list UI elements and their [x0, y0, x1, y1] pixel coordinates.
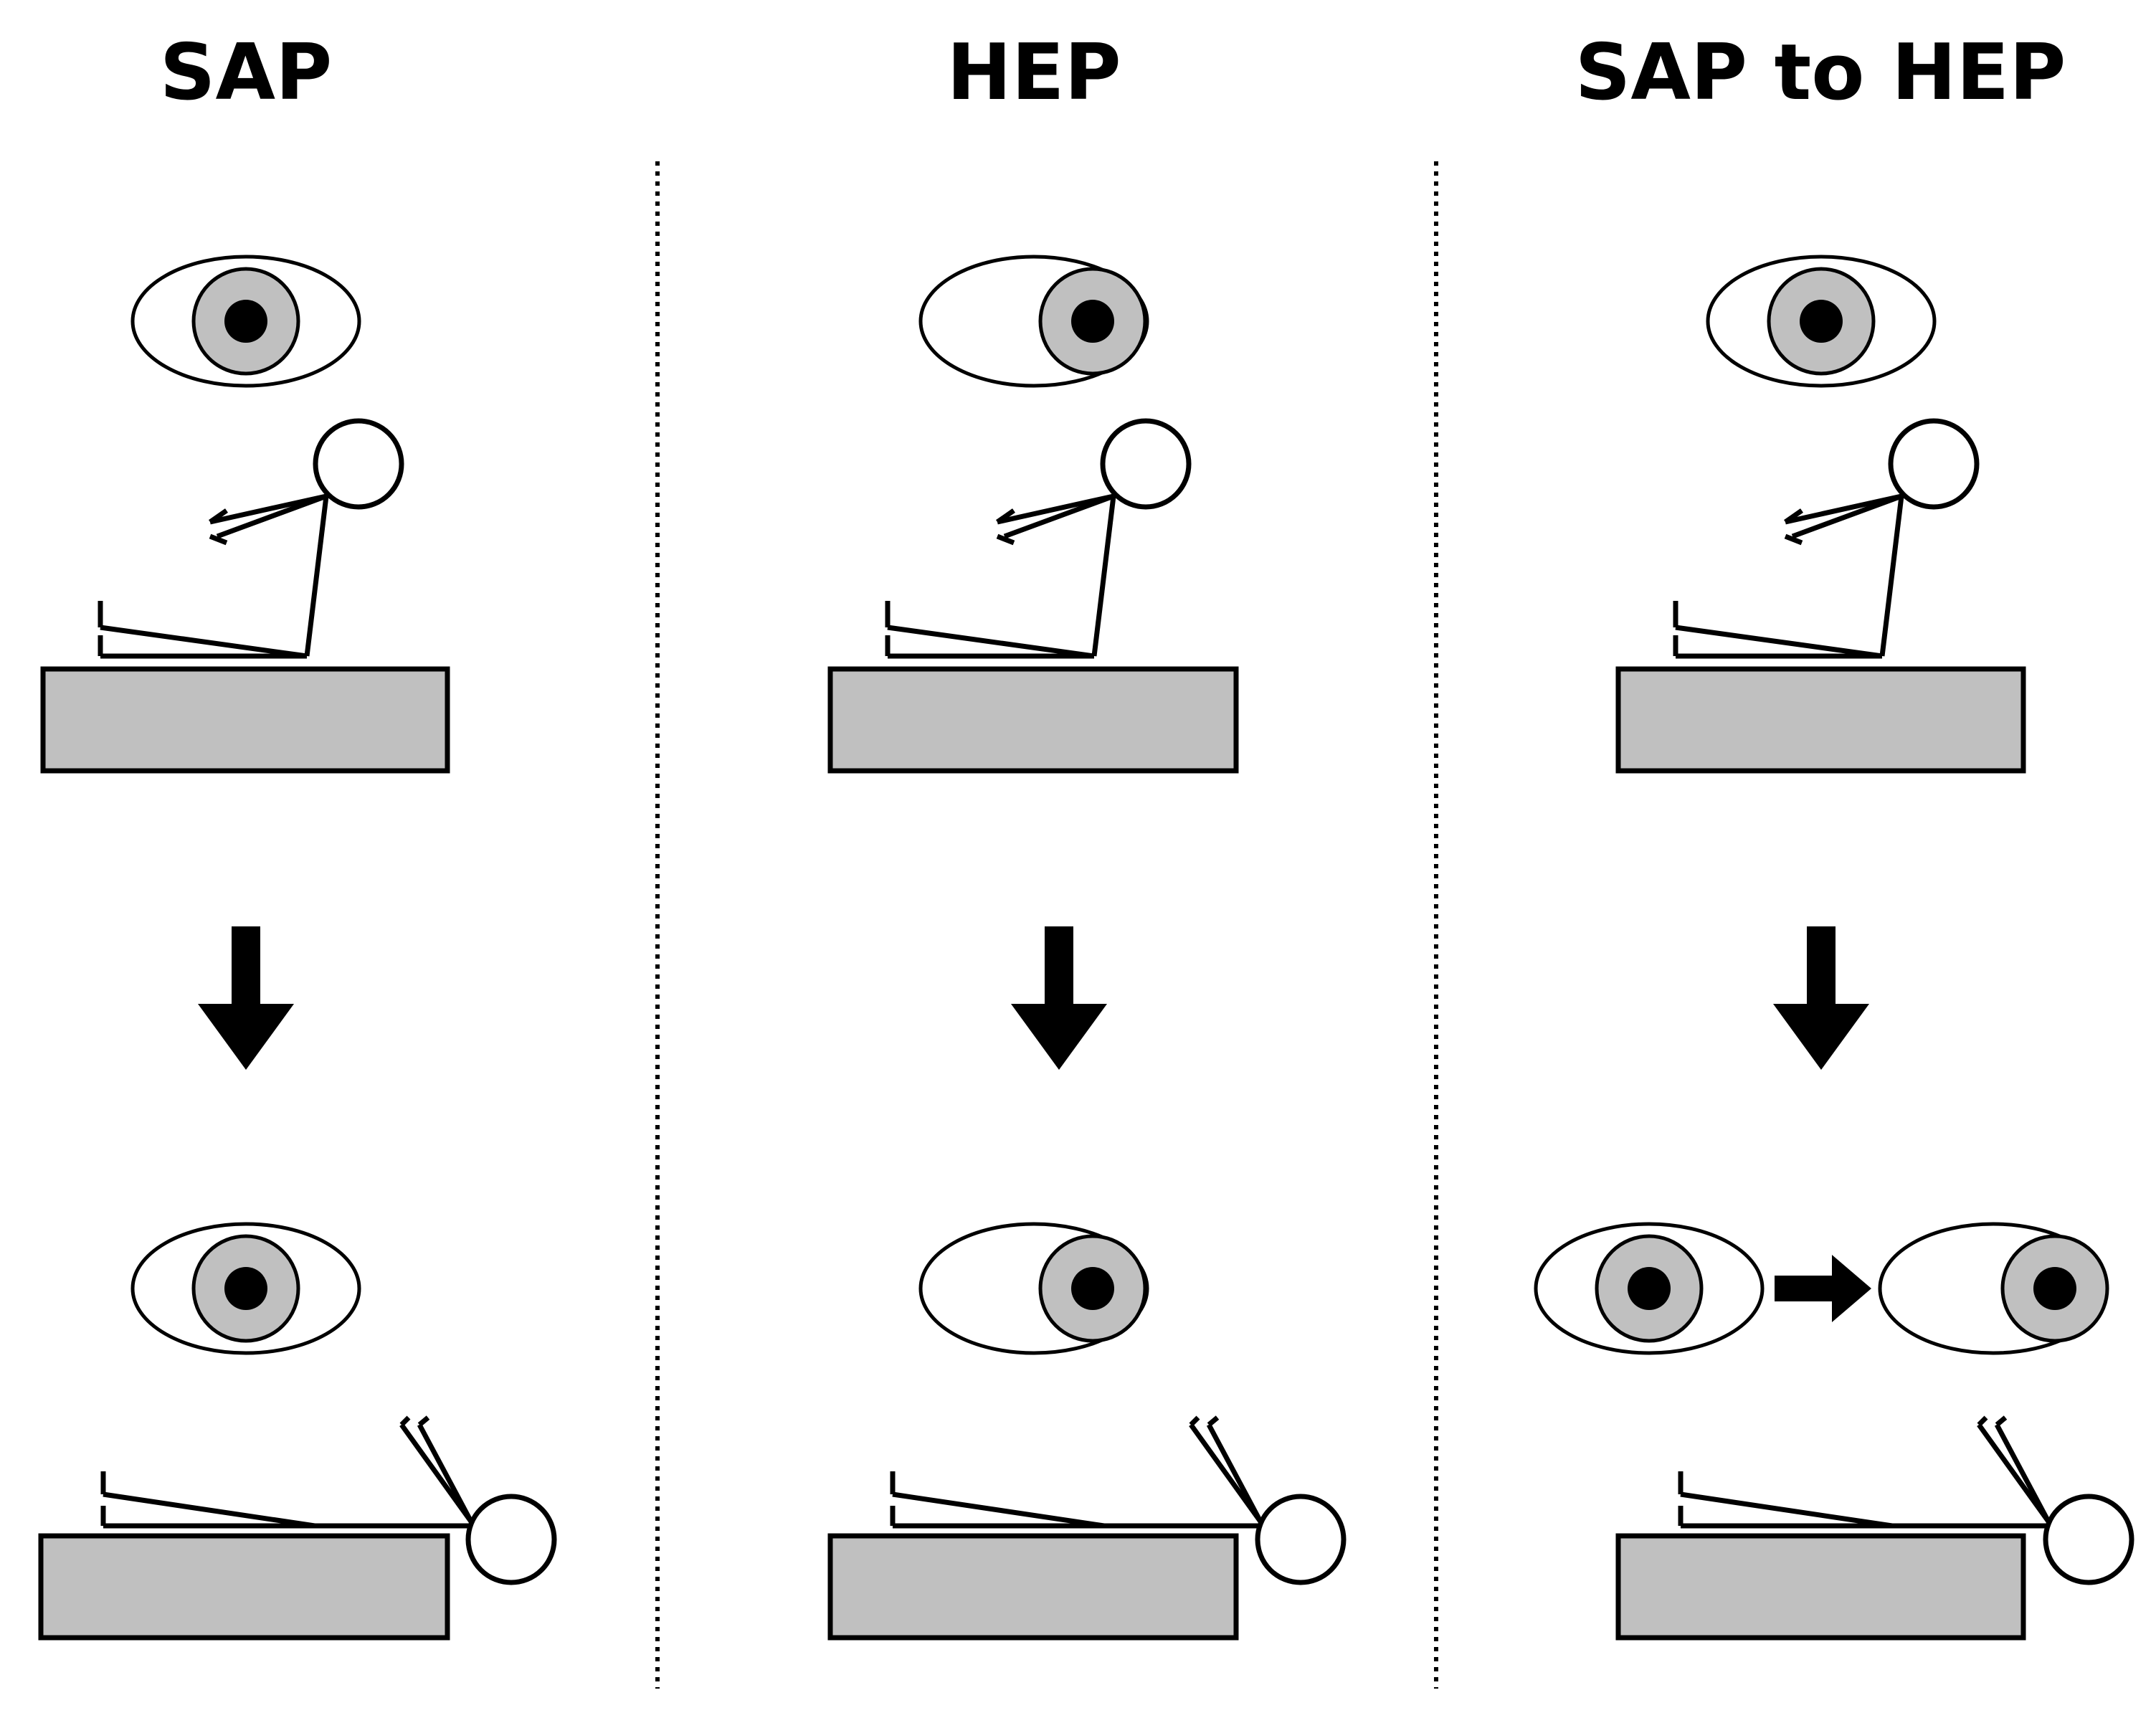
eye-icon-bottom-center — [1534, 1222, 1765, 1355]
bed-block-bottom — [38, 1533, 450, 1641]
eye-icon-bottom — [130, 1222, 361, 1355]
panel-hep — [827, 255, 1344, 1641]
down-arrow-icon — [198, 926, 294, 1070]
panel-title-sap: SAP — [160, 28, 333, 118]
down-arrow-icon — [1773, 926, 1869, 1070]
stick-figure-sitting — [1676, 421, 1977, 656]
eye-icon-top — [1706, 255, 1937, 388]
bed-block-top — [40, 666, 450, 774]
panel-sap-to-hep — [1534, 255, 2132, 1641]
eye-icon-bottom-right — [1878, 1222, 2109, 1355]
down-arrow-icon — [1011, 926, 1107, 1070]
eye-icon-top — [918, 255, 1149, 388]
right-arrow-icon — [1775, 1255, 1871, 1322]
stick-figure-sitting — [888, 421, 1189, 656]
eye-icon-bottom — [918, 1222, 1149, 1355]
panel-title-hep: HEP — [946, 28, 1121, 118]
stick-figure-sitting — [100, 421, 402, 656]
eye-icon-top — [130, 255, 361, 388]
bed-block-top — [1615, 666, 2026, 774]
bed-block-bottom — [827, 1533, 1239, 1641]
bed-block-top — [827, 666, 1239, 774]
panel-title-sap-to-hep: SAP to HEP — [1575, 28, 2066, 118]
panel-sap — [38, 255, 554, 1641]
bed-block-bottom — [1615, 1533, 2026, 1641]
